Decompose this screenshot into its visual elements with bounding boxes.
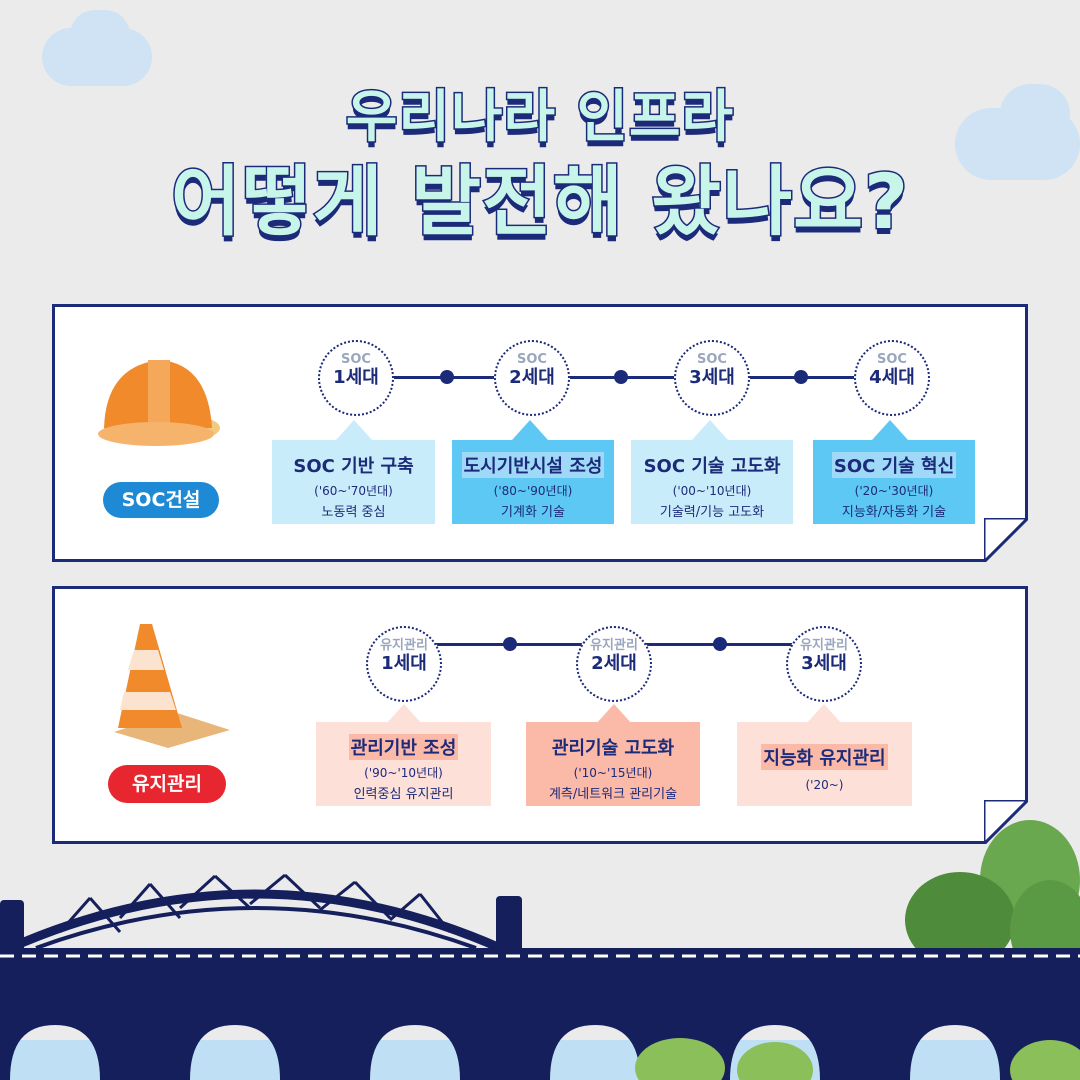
soc-card-1: SOC 기반 구축('60~'70년대)노동력 중심 xyxy=(272,440,435,524)
soc-card-4: SOC 기술 혁신('20~'30년대)지능화/자동화 기술 xyxy=(813,440,975,524)
soc-timeline-dot-2 xyxy=(614,370,628,384)
soc-card-2: 도시기반시설 조성('80~'90년대)기계화 기술 xyxy=(452,440,614,524)
maint-card-3: 지능화 유지관리('20~) xyxy=(737,722,912,806)
maintenance-badge: 유지관리 xyxy=(108,765,226,803)
traffic-cone-icon xyxy=(114,624,230,748)
maint-card-2: 관리기술 고도화('10~'15년대)계측/네트워크 관리기술 xyxy=(526,722,700,806)
cloud-right-puff xyxy=(1000,84,1070,144)
soc-timeline-line xyxy=(380,376,880,379)
maint-arrow-1 xyxy=(386,704,422,724)
cloud-left-puff xyxy=(70,10,130,60)
soc-arrow-4 xyxy=(872,420,908,440)
maint-timeline-dot-1 xyxy=(503,637,517,651)
maint-arrow-3 xyxy=(806,704,842,724)
soc-arrow-2 xyxy=(512,420,548,440)
soc-arrow-1 xyxy=(336,420,372,440)
arch-bridge-illustration xyxy=(0,820,1080,1080)
soc-badge: SOC건설 xyxy=(103,482,219,518)
maint-card-1: 관리기반 조성('90~'10년대)인력중심 유지관리 xyxy=(316,722,491,806)
soc-timeline-dot-1 xyxy=(440,370,454,384)
title-line1: 우리나라 인프라 xyxy=(344,84,735,152)
maint-arrow-2 xyxy=(596,704,632,724)
hardhat-icon xyxy=(98,360,220,446)
title-line2: 어떻게 발전해 왔나요? xyxy=(169,156,910,248)
soc-timeline-dot-3 xyxy=(794,370,808,384)
maint-timeline-dot-2 xyxy=(713,637,727,651)
soc-card-3: SOC 기술 고도화('00~'10년대)기술력/기능 고도화 xyxy=(631,440,793,524)
soc-arrow-3 xyxy=(692,420,728,440)
page-fold-icon xyxy=(984,518,1028,562)
